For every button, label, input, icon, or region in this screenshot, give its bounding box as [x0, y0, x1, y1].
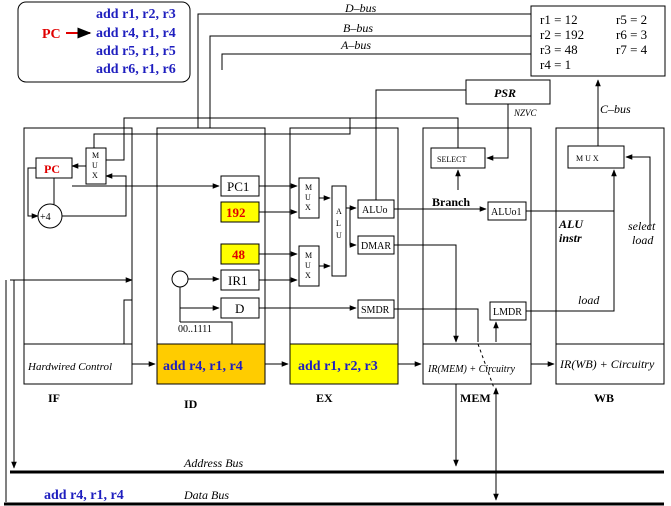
- program-line-2: add r4, r1, r4: [96, 26, 176, 41]
- ex-mux-2-u: U: [305, 261, 311, 270]
- psr-register: [465, 79, 551, 105]
- a-bus-line: [221, 53, 531, 70]
- pc-register-label: PC: [44, 162, 60, 176]
- mem-stage-box: [422, 127, 532, 385]
- select-unit: [430, 147, 486, 169]
- mem-stage-name: MEM: [460, 391, 491, 405]
- register-r5: r5 = 2: [616, 12, 647, 27]
- pc1-label: PC1: [227, 179, 249, 194]
- alu-unit: [331, 185, 347, 277]
- id-stage-name: ID: [184, 397, 198, 411]
- if-mux-label-x: X: [92, 171, 98, 180]
- reg-a-value: 192: [226, 205, 246, 220]
- aluo1-label: ALUo1: [491, 207, 522, 218]
- psr-label: PSR: [494, 86, 516, 100]
- dmar-label: DMAR: [361, 241, 391, 252]
- select-load-label-1: select: [628, 219, 656, 233]
- register-r6: r6 = 3: [616, 27, 647, 42]
- wb-mux: [567, 145, 625, 169]
- sign-extend-circle: [171, 270, 189, 288]
- ex-mux-2-x: X: [305, 271, 311, 280]
- ex-stage-name: EX: [316, 391, 333, 405]
- program-line-1: add r1, r2, r3: [96, 7, 176, 22]
- wb-ir-box: [555, 343, 665, 385]
- alu-u: U: [336, 231, 342, 240]
- alu-l: L: [336, 219, 341, 228]
- register-r7: r7 = 4: [616, 42, 648, 57]
- program-box: PC add r1, r2, r3 add r4, r1, r4 add r5,…: [17, 1, 191, 83]
- select-label: SELECT: [437, 155, 466, 164]
- data-bus-instruction: add r4, r1, r4: [44, 488, 124, 503]
- register-r3: r3 = 48: [540, 42, 578, 57]
- ir1-label: IR1: [228, 273, 248, 288]
- wb-ir-label: IR(WB) + Circuitry: [559, 357, 655, 371]
- c-bus-label: C–bus: [600, 102, 631, 116]
- register-file: r1 = 12 r2 = 192 r3 = 48 r4 = 1 r5 = 2 r…: [530, 5, 666, 77]
- program-line-3: add r5, r1, r5: [96, 44, 176, 59]
- register-r2: r2 = 192: [540, 27, 584, 42]
- register-r4: r4 = 1: [540, 57, 571, 72]
- alu-a: A: [336, 207, 342, 216]
- load-label: load: [578, 293, 600, 307]
- ex-mux-2-m: M: [305, 251, 312, 260]
- id-instruction-label: add r4, r1, r4: [163, 359, 243, 374]
- hardwired-control-label: Hardwired Control: [27, 361, 112, 373]
- ex-mux-1-m: M: [305, 183, 312, 192]
- if-stage-name: IF: [48, 391, 60, 405]
- b-bus-label: B–bus: [343, 21, 373, 35]
- ex-mux-1-x: X: [305, 203, 311, 212]
- select-load-label-2: load: [632, 233, 654, 247]
- plus4-label: +4: [40, 212, 51, 223]
- aluo-label: ALUo: [362, 205, 388, 216]
- register-r1: r1 = 12: [540, 12, 578, 27]
- a-bus-label: A–bus: [340, 38, 371, 52]
- if-mux-label-m: M: [92, 151, 99, 160]
- program-pc-label: PC: [42, 27, 61, 42]
- ex-mux-1-u: U: [305, 193, 311, 202]
- wb-stage-box: [555, 127, 665, 385]
- smdr-label: SMDR: [361, 305, 390, 316]
- wb-mux-label: M U X: [576, 154, 599, 163]
- alu-instr-label-2: instr: [559, 231, 582, 245]
- immediate-mask: 00..1111: [178, 324, 212, 335]
- branch-label: Branch: [432, 195, 470, 209]
- reg-b-value: 48: [232, 247, 246, 262]
- d-bus-label: D–bus: [344, 1, 377, 15]
- d-label: D: [235, 301, 244, 316]
- alu-instr-label-1: ALU: [558, 217, 584, 231]
- ex-instruction-box: [289, 343, 399, 385]
- address-bus-label: Address Bus: [183, 456, 244, 470]
- if-mux-label-u: U: [92, 161, 98, 170]
- wb-stage-name: WB: [594, 391, 614, 405]
- data-bus-label: Data Bus: [183, 488, 229, 502]
- mem-ir-label: IR(MEM) + Circuitry: [427, 364, 515, 375]
- lmdr-label: LMDR: [493, 307, 522, 318]
- ex-instruction-label: add r1, r2, r3: [298, 359, 378, 374]
- program-line-4: add r6, r1, r6: [96, 62, 176, 77]
- psr-flags: NZVC: [513, 108, 538, 118]
